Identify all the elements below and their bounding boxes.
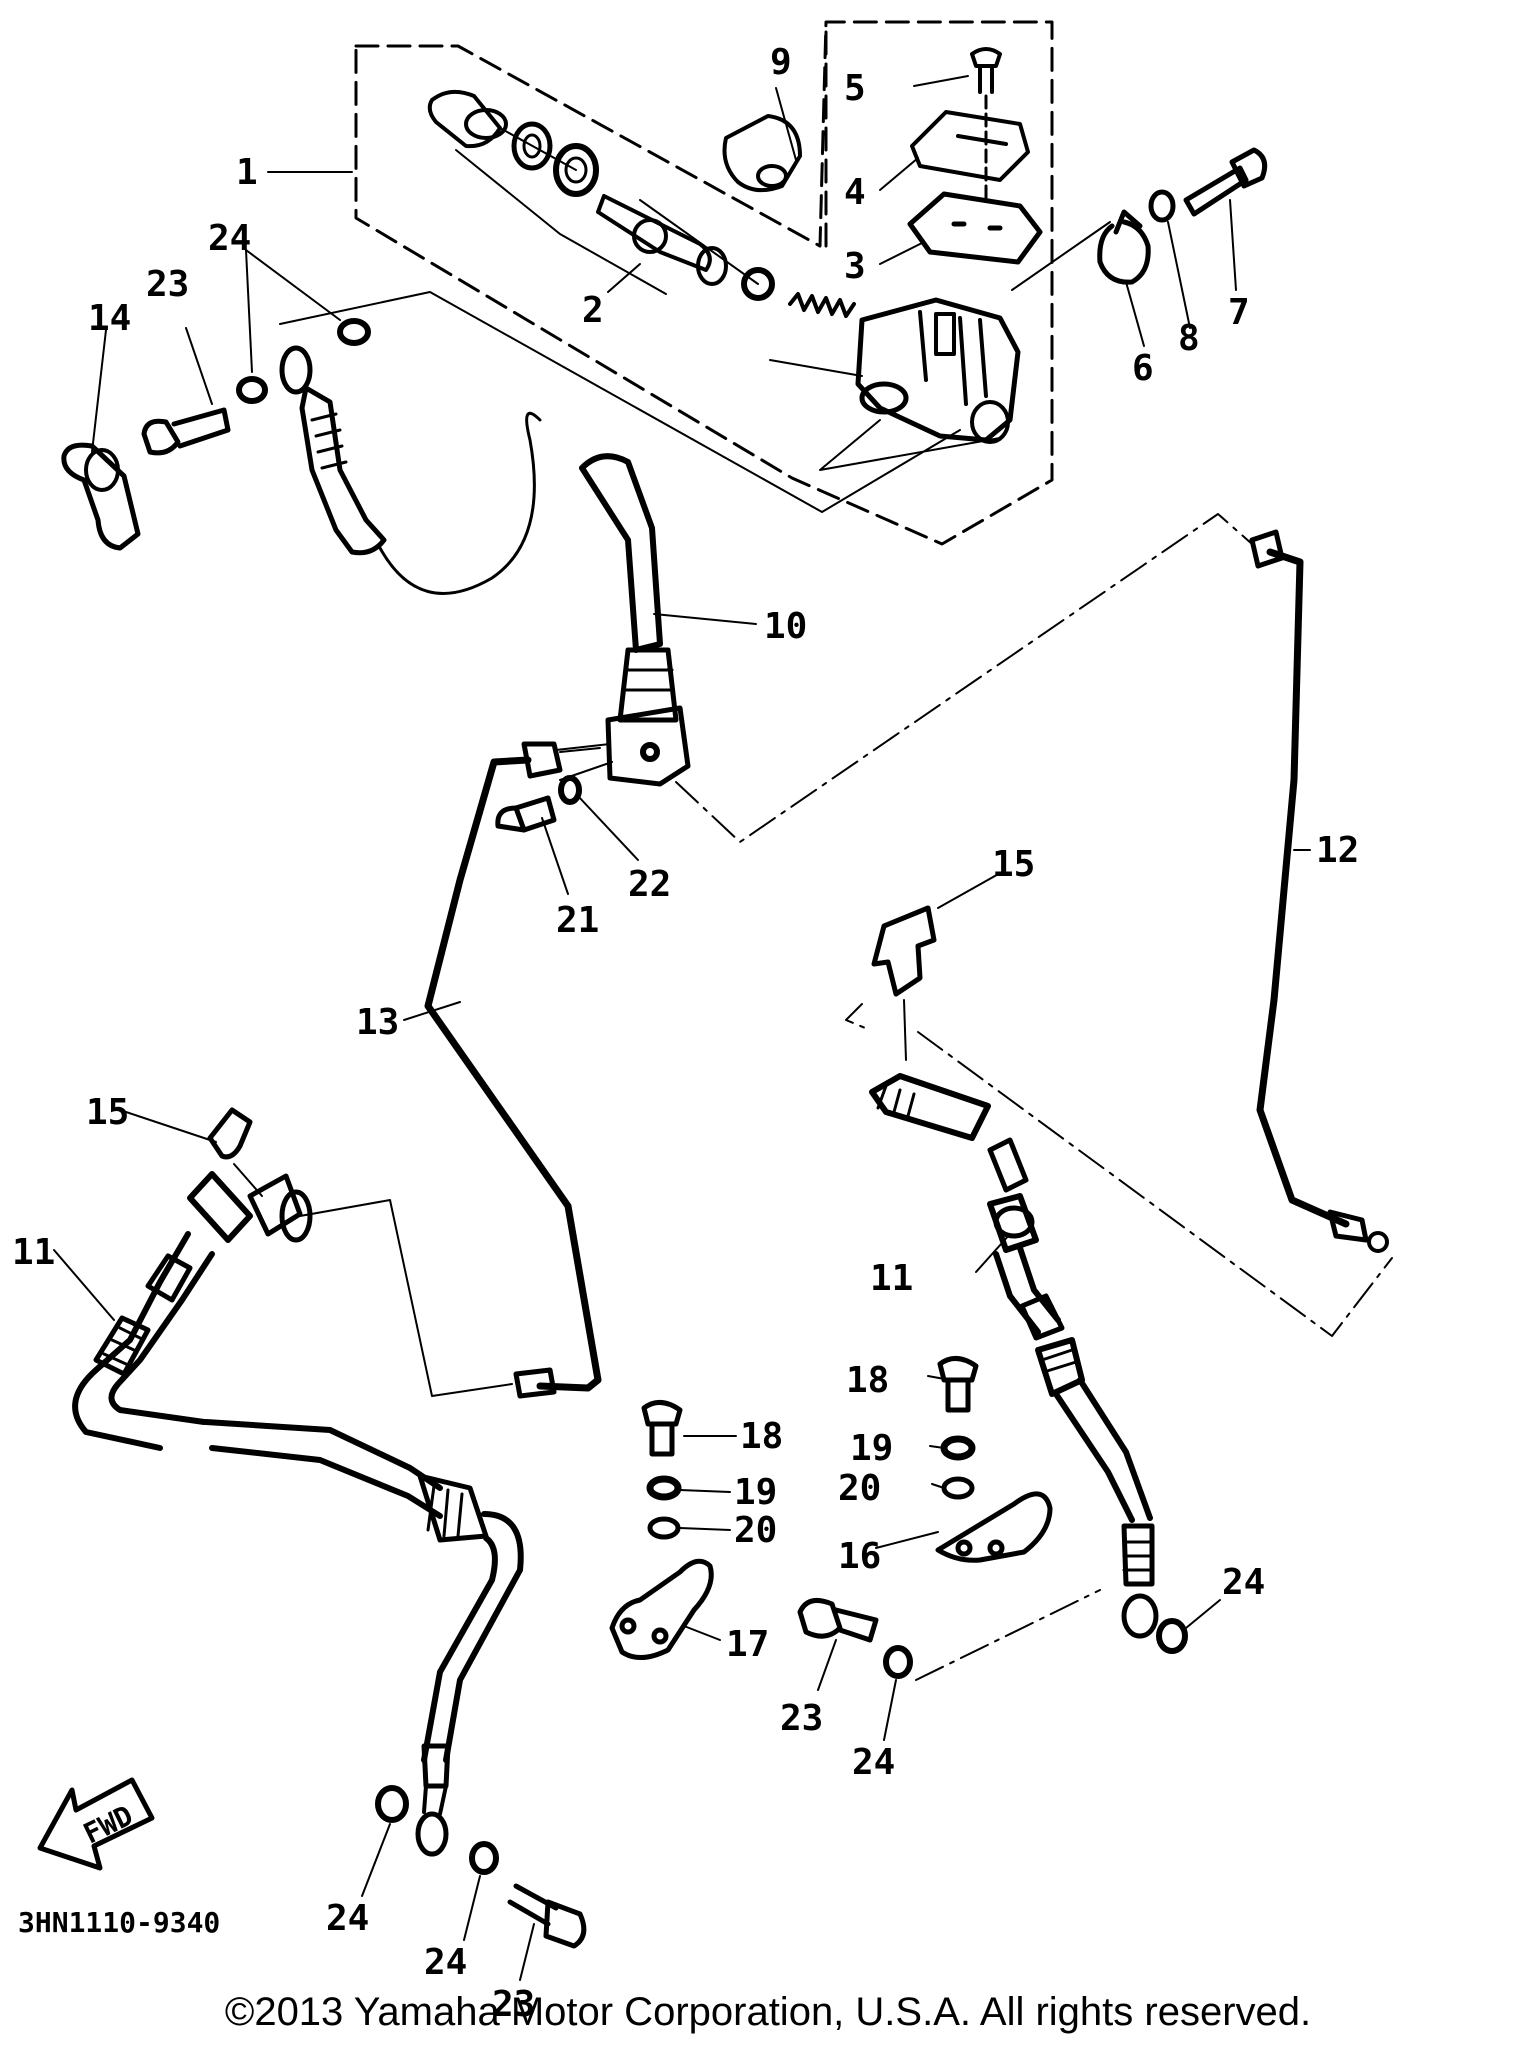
callout-24-bottom-mid: 24 [424, 1942, 467, 1983]
washer-bottom-mid [469, 1841, 499, 1875]
brake-hose-right [869, 1073, 1159, 1639]
callout-11-left: 11 [12, 1232, 55, 1273]
callout-20-right: 20 [838, 1468, 881, 1509]
washer-right-bottom [1156, 1618, 1188, 1654]
callout-5: 5 [844, 68, 866, 109]
callout-18-right: 18 [846, 1360, 889, 1401]
callout-23-top: 23 [146, 264, 189, 305]
union-bolt-bottom [507, 1883, 587, 1949]
callout-21: 21 [556, 900, 599, 941]
holder-clamp [1011, 209, 1151, 291]
reservoir-cap [907, 191, 1043, 265]
washer-bottom-left [375, 1785, 409, 1823]
callout-18-center: 18 [740, 1416, 783, 1457]
callout-7: 7 [1228, 292, 1250, 333]
clamp-bolt [1183, 147, 1268, 217]
callout-23-bottom: 23 [492, 1984, 535, 2025]
lock-washer-center [646, 1475, 682, 1501]
brake-light-switch [61, 442, 141, 551]
callout-13: 13 [356, 1002, 399, 1043]
master-cylinder-body [855, 297, 1021, 444]
copper-washers [236, 318, 371, 404]
piston [596, 194, 775, 301]
callout-15-right: 15 [992, 844, 1035, 885]
callout-10: 10 [764, 606, 807, 647]
fwd-arrow-icon: FWD [37, 1777, 155, 1871]
callout-leaders [53, 75, 1311, 1981]
clamp-bolt-right [937, 1356, 979, 1413]
hose-clamp-16 [935, 1491, 1053, 1563]
callout-14: 14 [88, 298, 131, 339]
diaphragm-plate [910, 110, 1030, 182]
callout-24-bottom-left: 24 [326, 1898, 369, 1939]
return-spring [788, 292, 856, 318]
callout-24-top: 24 [208, 218, 251, 259]
lever-boot [722, 114, 802, 193]
callout-24-center: 24 [852, 1742, 895, 1783]
callout-3: 3 [844, 246, 866, 287]
callout-16: 16 [838, 1536, 881, 1577]
brake-hose-upper [579, 453, 679, 723]
callout-2: 2 [582, 290, 604, 331]
callout-19-center: 19 [734, 1472, 777, 1513]
copyright-notice: ©2013 Yamaha Motor Corporation, U.S.A. A… [224, 1990, 1312, 2034]
callout-19-right: 19 [850, 1428, 893, 1469]
brake-pipe-right [1249, 529, 1389, 1253]
plain-washer-center [647, 1516, 681, 1540]
callout-4: 4 [844, 172, 866, 213]
cap-screw [970, 47, 1002, 202]
callout-20-center: 20 [734, 1510, 777, 1551]
clamp-bolt-center [641, 1400, 683, 1457]
hose-clamp-17 [609, 1558, 714, 1660]
callout-24-right: 24 [1222, 1562, 1265, 1603]
three-way-joint [605, 705, 691, 787]
brake-pipe-left [424, 741, 602, 1399]
hose-banjo-fitting [279, 345, 387, 556]
joint-washer [558, 775, 582, 805]
brake-hose-left [72, 1171, 524, 1857]
joint-bolt [495, 795, 557, 833]
master-cylinder-assembly [354, 20, 1054, 546]
part-code: 3HN1110-9340 [18, 1906, 220, 1939]
piston-boot [427, 89, 508, 149]
callout-9: 9 [770, 42, 792, 83]
lock-washer [1148, 189, 1176, 223]
plain-washer-right [941, 1476, 975, 1500]
lock-washer-right [940, 1435, 976, 1461]
union-bolt [141, 407, 231, 456]
washer-center [883, 1645, 913, 1679]
callout-11-right: 11 [870, 1258, 913, 1299]
callout-6: 6 [1132, 348, 1154, 389]
callout-8: 8 [1178, 318, 1200, 359]
callout-15-left: 15 [86, 1092, 129, 1133]
seal-rings [511, 121, 599, 197]
callout-12: 12 [1316, 830, 1359, 871]
callout-17: 17 [726, 1624, 769, 1665]
hose-clip-left [207, 1107, 263, 1197]
union-bolt-center [797, 1597, 879, 1643]
callout-labels: 1 2 3 4 5 6 7 8 9 10 11 11 12 13 14 15 1… [12, 42, 1359, 2025]
callout-1: 1 [236, 152, 258, 193]
callout-22: 22 [628, 864, 671, 905]
callout-23-center: 23 [780, 1698, 823, 1739]
hose-clip-right [871, 905, 937, 1061]
